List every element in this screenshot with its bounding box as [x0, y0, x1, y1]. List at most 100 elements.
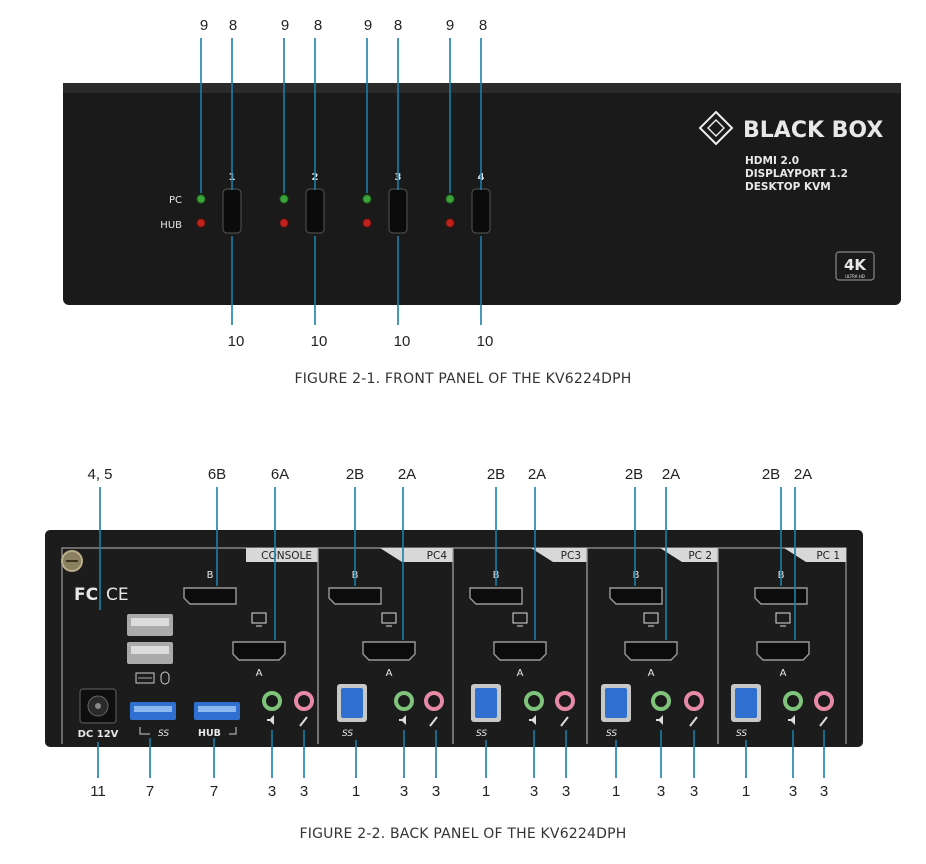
callout-bottom: 3: [300, 783, 308, 800]
hub-led-3: [362, 218, 372, 228]
callout-top: 9: [446, 17, 454, 34]
callout-top: 2A: [528, 466, 546, 483]
speaker-jack-ring: [394, 691, 414, 711]
callout-bottom: 3: [657, 783, 665, 800]
callout-top: 2B: [762, 466, 780, 483]
4k-badge-sub: ULTRA HD: [845, 274, 865, 279]
usb-b-insert: [735, 688, 757, 718]
monitor-icon: [775, 612, 791, 624]
keyboard-icon: [135, 672, 155, 684]
monitor-icon: [512, 612, 528, 624]
dc-power-jack: [79, 688, 117, 724]
microphone-jack: [424, 691, 444, 727]
callout-bottom: 3: [690, 783, 698, 800]
hdmi-connector: [362, 641, 416, 661]
back-panel-caption: FIGURE 2-2. BACK PANEL OF THE KV6224DPH: [299, 826, 627, 842]
spec-line-1: HDMI 2.0: [745, 155, 799, 167]
speaker-icon: [656, 715, 663, 725]
hdmi-connector: [232, 641, 286, 661]
port-a-label: A: [386, 668, 393, 679]
section-label: PC 2: [688, 550, 712, 562]
select-button-4: [471, 188, 491, 234]
mouse-icon: [160, 671, 170, 685]
microphone-icon: [689, 716, 698, 727]
callout-bottom: 11: [90, 783, 106, 800]
microphone-jack: [684, 691, 704, 727]
displayport-connector: [183, 587, 237, 605]
callout-bottom: 3: [820, 783, 828, 800]
callout-bottom: 10: [311, 333, 328, 350]
callout-bottom: 10: [477, 333, 494, 350]
callout-bottom: 3: [268, 783, 276, 800]
select-button-2: [305, 188, 325, 234]
usb-b-port: SS: [601, 684, 631, 739]
microphone-icon: [819, 716, 828, 727]
usb-logo: SS: [342, 729, 353, 739]
microphone-icon: [299, 716, 308, 727]
monitor-icon: [251, 612, 267, 624]
monitor-icon: [381, 612, 397, 624]
4k-badge-main: 4K: [844, 256, 867, 274]
section-tab: [784, 548, 846, 562]
console-usb3-port-hub: [194, 702, 240, 720]
callout-top: 2A: [794, 466, 812, 483]
pc-led-3: [362, 194, 372, 204]
callout-bottom: 1: [352, 783, 360, 800]
hdmi-port: A: [493, 612, 547, 679]
microphone-jack: [555, 691, 575, 727]
callout-bottom: 1: [612, 783, 620, 800]
speaker-jack: [394, 691, 414, 725]
speaker-jack-ring: [524, 691, 544, 711]
callout-top: 2B: [625, 466, 643, 483]
port-a-label: A: [256, 668, 263, 679]
hdmi-port: A: [624, 612, 678, 679]
hdmi-port: A: [232, 612, 286, 679]
callout-top: 9: [364, 17, 372, 34]
hub-led-label: HUB: [160, 220, 182, 231]
usb-logo: SS: [476, 729, 487, 739]
callout-top: 8: [314, 17, 322, 34]
displayport-connector: [328, 587, 382, 605]
callout-top: 6B: [208, 466, 226, 483]
callout-top: 4, 5: [87, 466, 112, 483]
microphone-jack: [814, 691, 834, 727]
hdmi-connector: [493, 641, 547, 661]
speaker-icon: [529, 715, 536, 725]
microphone-jack-ring: [294, 691, 314, 711]
fcc-mark: FC: [74, 585, 98, 605]
usb-b-insert: [605, 688, 627, 718]
microphone-jack-ring: [684, 691, 704, 711]
section-label: PC 1: [816, 550, 840, 562]
section-frame: [717, 547, 847, 744]
callout-bottom: 3: [400, 783, 408, 800]
section-tab: [246, 548, 318, 562]
microphone-jack-ring: [555, 691, 575, 711]
section-label: CONSOLE: [261, 550, 312, 562]
hub-led-2: [279, 218, 289, 228]
callout-top: 9: [281, 17, 289, 34]
hub-led-1: [196, 218, 206, 228]
callout-top: 8: [229, 17, 237, 34]
section-tab: [531, 548, 587, 562]
callout-bottom: 3: [562, 783, 570, 800]
callout-bottom: 10: [228, 333, 245, 350]
section-label: PC3: [561, 550, 581, 562]
displayport-port: B: [183, 570, 237, 605]
4k-badge: 4K ULTRA HD: [835, 251, 875, 281]
usb-logo: SS: [606, 729, 617, 739]
callout-top: 6A: [271, 466, 289, 483]
speaker-jack: [651, 691, 671, 725]
power-label: DC 12V: [78, 729, 119, 740]
hdmi-connector: [624, 641, 678, 661]
select-button-1: [222, 188, 242, 234]
ce-mark: CE: [106, 585, 129, 605]
speaker-jack: [524, 691, 544, 725]
microphone-jack-ring: [424, 691, 444, 711]
callout-bottom: 3: [432, 783, 440, 800]
displayport-connector: [754, 587, 808, 605]
section-tab: [380, 548, 453, 562]
